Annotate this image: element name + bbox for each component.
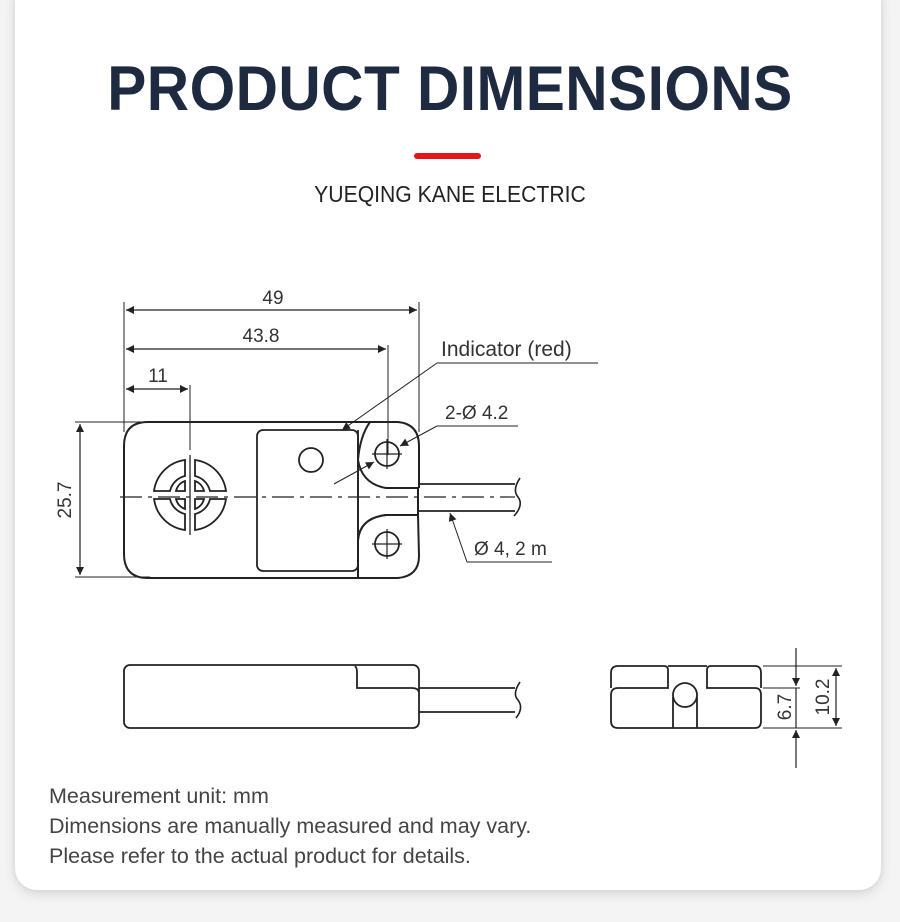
mounting-holes-label: 2-Ø 4.2 [445,403,508,424]
cable-label: Ø 4, 2 m [474,539,547,560]
product-card [15,0,881,890]
sensing-face-icon [152,455,228,535]
top-view [75,302,598,579]
side-view [123,664,522,729]
dim-total-height: 10.2 [813,679,834,716]
dim-hole-center-length: 43.8 [243,326,280,347]
dim-sensor-offset: 11 [148,366,168,387]
end-view [610,648,842,768]
dim-overall-length: 49 [262,288,283,309]
note-unit: Measurement unit: mm [49,784,269,808]
dim-body-height: 6.7 [775,694,796,720]
brand-subtitle: YUEQING KANE ELECTRIC [314,181,586,207]
indicator-label: Indicator (red) [441,338,572,361]
page-title: PRODUCT DIMENSIONS [107,54,793,124]
note-measurement-disclaimer: Dimensions are manually measured and may… [49,814,532,838]
title-accent-bar [414,153,481,159]
notes-list: Measurement unit: mm Dimensions are manu… [49,781,531,871]
dim-height: 25.7 [55,482,76,519]
note-refer-product: Please refer to the actual product for d… [49,844,471,868]
